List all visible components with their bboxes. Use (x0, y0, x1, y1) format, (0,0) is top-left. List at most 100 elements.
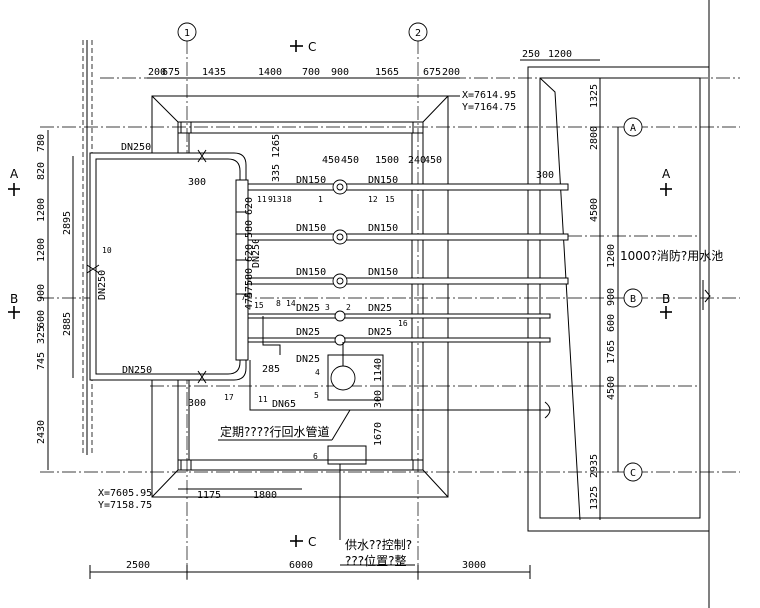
section-c-top-label: C (308, 40, 316, 54)
callout-17: 17 (224, 393, 234, 402)
dn25-l3: DN25 (296, 354, 320, 365)
callout-3: 3 (325, 303, 330, 312)
bottom-dimension-line: 2500 6000 3000 (89, 560, 531, 579)
control-box: 6 (313, 445, 415, 566)
coord-tr-y: Y=7164.75 (462, 102, 516, 113)
coord-tr-x: X=7614.95 (462, 90, 516, 101)
pipe-dim-9: 475 (244, 280, 255, 298)
dn250-top-label: DN250 (121, 142, 151, 153)
coord-bl-x: X=7605.95 (98, 488, 152, 499)
supply-note-2: ???位置?整 (345, 553, 406, 568)
left-inner-dimension-line: 2895 2885 (62, 156, 74, 378)
top-right-dim-1: 1200 (548, 49, 572, 60)
section-mark-b-right: B (660, 292, 672, 319)
left-corridor (82, 40, 93, 455)
callout-15b: 15 (254, 301, 264, 310)
left-dim-6: 325 (36, 326, 47, 344)
dn25-branch-1: DN25 DN25 15 8 14 16 (247, 299, 551, 328)
right-dim-8: 2935 (589, 454, 600, 478)
pipe-dim-16: 1670 (373, 422, 384, 446)
callout-8: 8 (276, 299, 281, 308)
pipe-dim-12: 335 (271, 164, 282, 182)
pipe-dim-6: 580 (244, 220, 255, 238)
callout-6: 6 (313, 452, 318, 461)
dn250-vertical-label: DN250 (97, 270, 108, 300)
callout-16: 16 (398, 319, 408, 328)
callout-2: 2 (346, 303, 351, 312)
right-dim-9: 1325 (589, 486, 600, 510)
right-dim-1: 2800 (589, 126, 600, 150)
section-c-bottom-label: C (308, 535, 316, 549)
axis-bubble-1: 1 (177, 22, 197, 42)
axis-bubble-B: B (623, 288, 643, 308)
dn250-mid-label: DN250 (251, 238, 262, 268)
pipe-dim-8: 580 (244, 268, 255, 286)
fire-pool: 1000?消防?用水池 (527, 0, 723, 608)
axis-bubble-C: C (623, 462, 643, 482)
right-dim-6: 1765 (606, 340, 617, 364)
label-300-c: 300 (536, 170, 554, 181)
left-dim-0: 780 (36, 134, 47, 152)
dn65-label: DN65 (272, 399, 296, 410)
top-dim-6: 1565 (375, 67, 399, 78)
bottom-dim-1: 6000 (289, 560, 313, 571)
axis-label-A: A (630, 123, 636, 134)
left-dim-2: 1200 (36, 198, 47, 222)
right-dim-5: 600 (606, 314, 617, 332)
left-dim-3: 1200 (36, 238, 47, 262)
dn150-branch-2: DN150 DN150 (247, 223, 569, 245)
supply-note-1: 供水??控制? (345, 538, 412, 552)
coord-bottom-left: X=7605.95 Y=7158.75 (98, 488, 158, 511)
left-dim-8: 2430 (36, 420, 47, 444)
section-a-left-label: A (10, 167, 19, 181)
bottom-inner-dim-0: 1175 (197, 490, 221, 501)
bottom-dim-0: 2500 (126, 560, 150, 571)
callout-9: 9 (268, 195, 273, 204)
pipe-dim-10: 475 (244, 292, 255, 310)
left-dim-1: 820 (36, 162, 47, 180)
dn150-r3: DN150 (368, 267, 398, 278)
right-dim-2: 4500 (589, 198, 600, 222)
callout-18: 18 (282, 195, 292, 204)
pipe-dim-1: 450 (341, 155, 359, 166)
pipe-dim-11: 1265 (271, 134, 282, 158)
dn250-ring: DN250 DN250 DN250 DN250 10 17 300 300 (86, 142, 262, 409)
pipe-dim-7: 620 (244, 244, 255, 262)
top-dim-1: 675 (162, 67, 180, 78)
section-mark-c-bottom: C (290, 535, 316, 549)
pipe-dim-15: 300 (373, 390, 384, 408)
callout-5: 5 (314, 391, 319, 400)
bottom-inner-dim-1: 1800 (253, 490, 277, 501)
section-mark-c-top: C (290, 40, 316, 54)
top-dim-4: 700 (302, 67, 320, 78)
callout-7: 7 (241, 293, 246, 302)
coord-top-right: X=7614.95 Y=7164.75 (448, 90, 516, 113)
axis-bubble-A: A (623, 117, 643, 137)
dn150-l1: DN150 (296, 175, 326, 186)
left-dim-4: 900 (36, 284, 47, 302)
callout-12a: 11 (257, 195, 267, 204)
label-300-a: 300 (188, 177, 206, 188)
left-inner-dim-0: 2895 (62, 211, 73, 235)
pipe-dimensions: 450 450 1500 240 450 620 580 620 580 475… (244, 134, 442, 446)
dn150-r1: DN150 (368, 175, 398, 186)
right-dim-4: 900 (606, 288, 617, 306)
dn25-l1: DN25 (296, 303, 320, 314)
bottom-dim-2: 3000 (462, 560, 486, 571)
dn150-branch-1: DN150 DN150 11 9 13 18 12 15 1 300 (247, 170, 569, 204)
section-a-right-label: A (662, 167, 671, 181)
section-mark-b-left: B (8, 292, 20, 319)
top-dim-7: 675 (423, 67, 441, 78)
section-mark-a-right: A (660, 167, 672, 196)
top-right-dim-0: 250 (522, 49, 540, 60)
axis-label-B: B (630, 294, 636, 305)
pipe-dim-3: 240 (408, 155, 426, 166)
pipe-dim-5: 620 (244, 197, 255, 215)
callout-13: 13 (272, 195, 282, 204)
right-dimension-line: 1325 2800 4500 1200 900 600 1765 4500 29… (589, 78, 619, 520)
callout-1: 1 (318, 195, 323, 204)
top-dim-0: 200 (148, 67, 166, 78)
pump-assembly: 4 5 3 2 DN65 11 7 (241, 293, 551, 419)
callout-14: 14 (286, 299, 296, 308)
left-dim-7: 745 (36, 352, 47, 370)
